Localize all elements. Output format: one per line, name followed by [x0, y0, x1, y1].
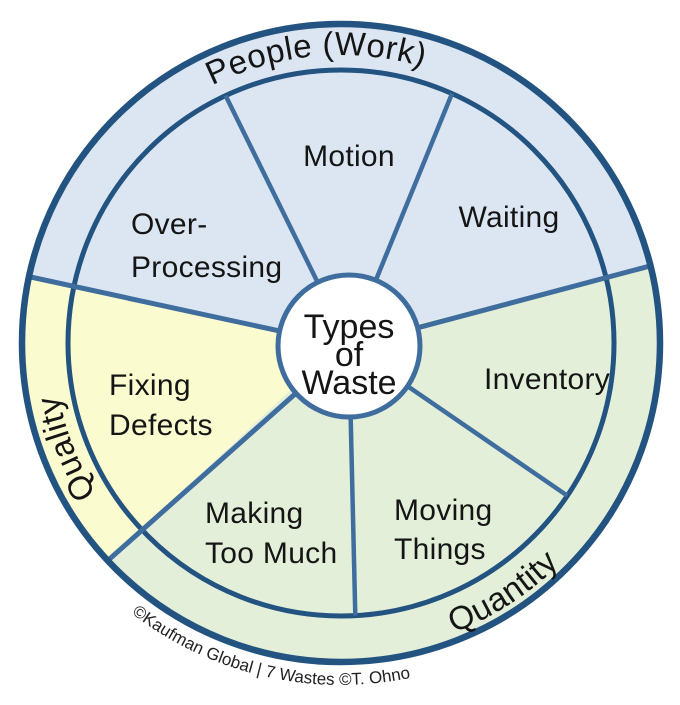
section-quality [18, 276, 342, 563]
inner-ring-line [65, 67, 617, 619]
outer-circle-line [18, 20, 664, 666]
wedge-label-inventory: Inventory [484, 363, 610, 396]
wedge-label-making-too-much-line2: Too Much [205, 537, 337, 570]
wedge-label-over-processing-line1: Over- [131, 208, 208, 241]
wedge-label-moving-things-line1: Moving [394, 494, 493, 527]
center-circle [275, 272, 423, 420]
center-title-line2: of [335, 336, 364, 374]
wedge-label-fixing-defects-line2: Defects [109, 409, 213, 442]
wedge-label-motion: Motion [303, 140, 395, 173]
center-title-line1: Types [304, 308, 395, 346]
wedge-label-making-too-much-line1: Making [205, 497, 304, 530]
wedge-label-waiting: Waiting [458, 201, 559, 234]
section-quantity [105, 265, 663, 665]
wedge-label-moving-things-line2: Things [394, 533, 486, 566]
section-people-work [26, 20, 654, 344]
center-title-line3: Waste [301, 364, 396, 402]
wedge-label-fixing-defects-line1: Fixing [109, 369, 191, 402]
wedge-label-over-processing-line2: Processing [131, 251, 282, 284]
